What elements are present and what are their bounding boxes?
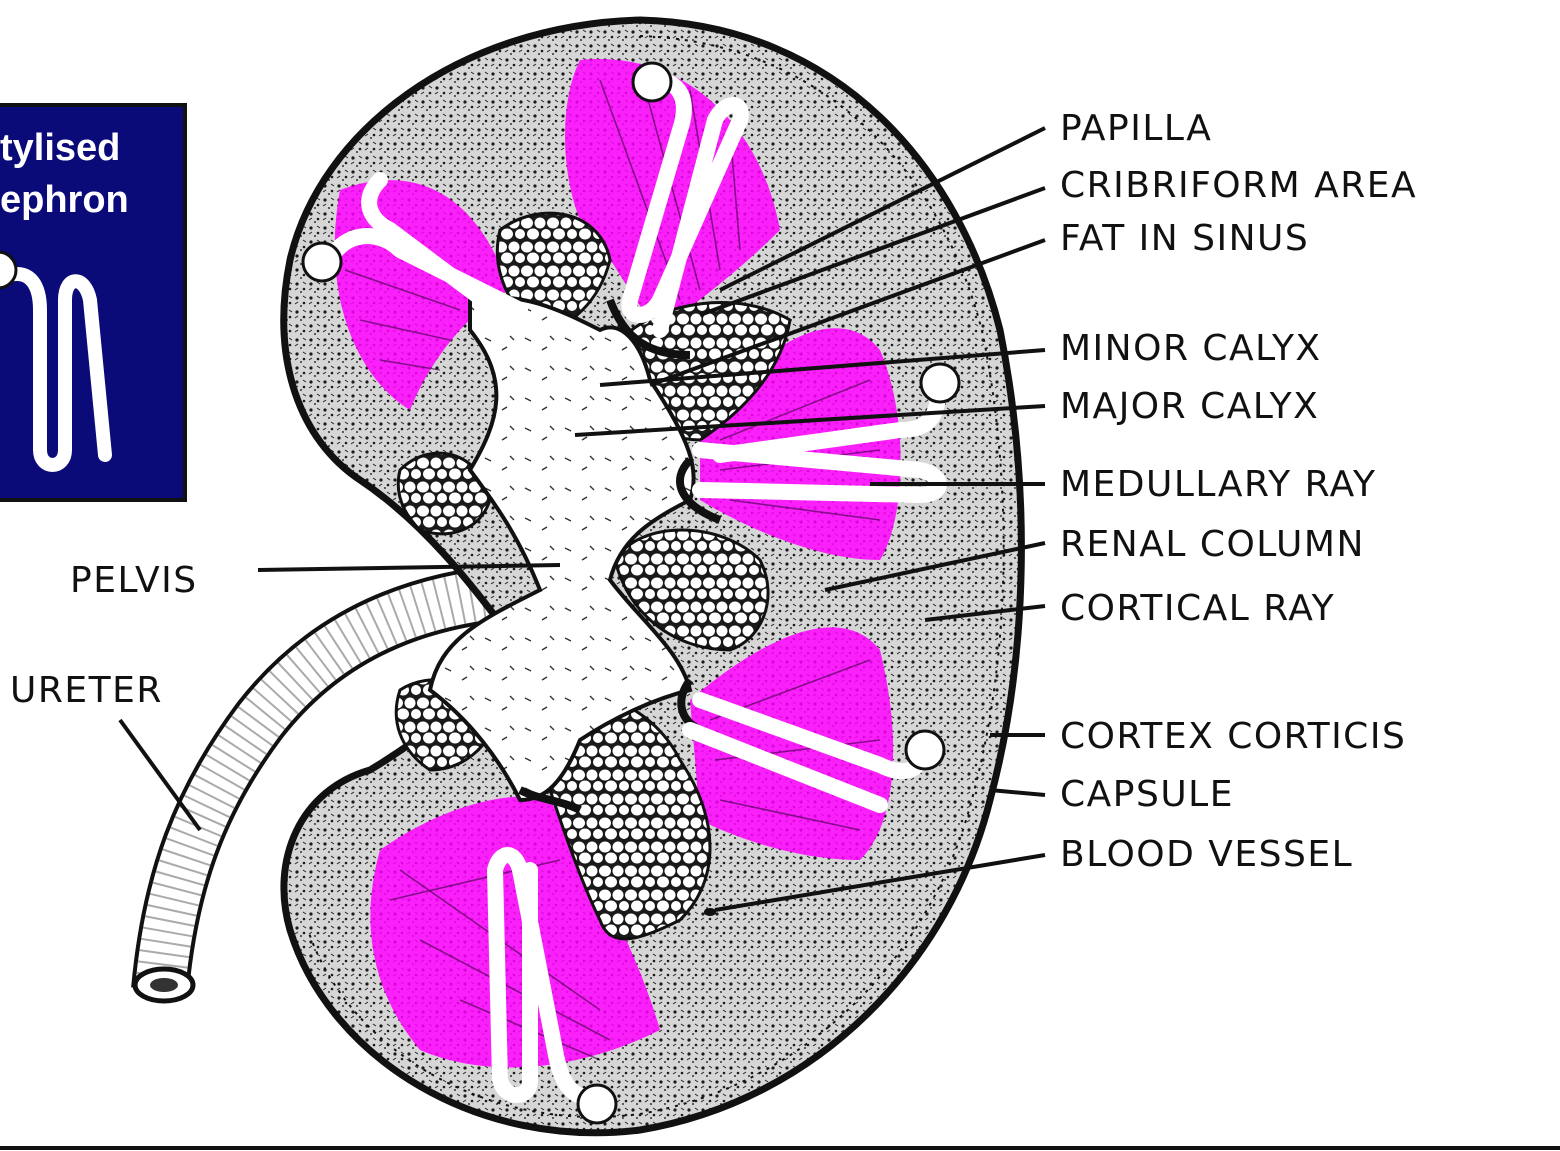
blood-vessel-dot [704,908,716,916]
glomerulus-circle [633,63,671,101]
label-medullary-ray: MEDULLARY RAY [1060,464,1376,505]
legend-title-line1: tylised [0,127,120,169]
stylised-nephron-legend: tylised ephron [0,105,185,500]
legend-title-line2: ephron [0,179,129,221]
label-major-calyx: MAJOR CALYX [1060,386,1319,427]
kidney-section [284,20,1022,1133]
glomerulus-circle [906,731,944,769]
label-cortex-corticis: CORTEX CORTICIS [1060,716,1406,757]
label-papilla: PAPILLA [1060,108,1212,149]
label-renal-column: RENAL COLUMN [1060,524,1365,565]
glomerulus-circle [578,1085,616,1123]
label-fat-in-sinus: FAT IN SINUS [1060,218,1309,259]
glomerulus-circle [921,364,959,402]
label-ureter: URETER [10,670,163,711]
label-minor-calyx: MINOR CALYX [1060,328,1322,369]
label-blood-vessel: BLOOD VESSEL [1060,834,1353,875]
glomerulus-circle [303,243,341,281]
label-capsule: CAPSULE [1060,774,1234,815]
label-pelvis: PELVIS [70,560,198,601]
label-cortical-ray: CORTICAL RAY [1060,588,1335,629]
label-cribriform-area: CRIBRIFORM AREA [1060,165,1417,206]
